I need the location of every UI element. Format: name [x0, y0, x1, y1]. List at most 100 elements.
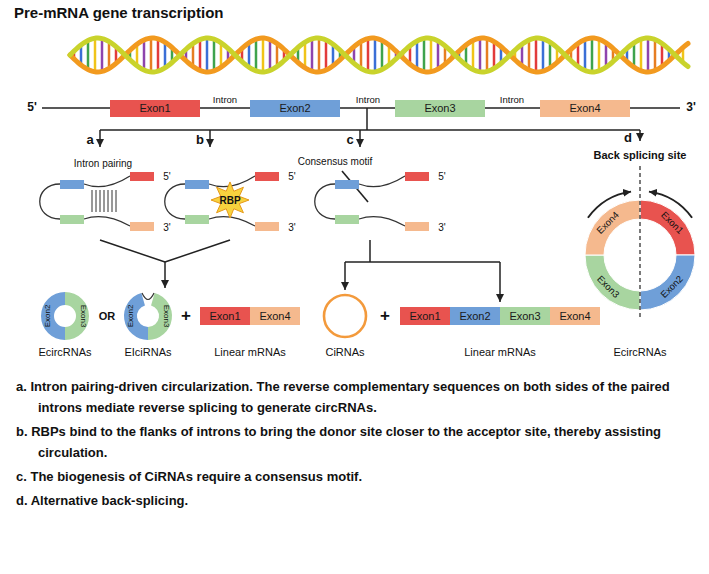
exon-box: Exon4	[550, 307, 600, 325]
exon-label: Exon2	[126, 305, 135, 328]
base-pair	[255, 39, 258, 71]
base-pair	[94, 38, 97, 72]
base-pair	[437, 41, 440, 69]
mechanism-label: Intron pairing	[74, 158, 132, 169]
pathway-letter: c	[346, 133, 353, 147]
strand-end: 3'	[288, 222, 295, 233]
strand-end: 5'	[438, 171, 445, 182]
base-pair	[157, 39, 160, 71]
exon-label: Exon3	[161, 305, 170, 328]
intron-strand	[40, 184, 60, 219]
strand-end: 3'	[438, 222, 445, 233]
strand-end: 5'	[27, 101, 37, 114]
base-pair	[311, 39, 314, 71]
exon-label: Exon2	[43, 305, 52, 328]
merge-line	[100, 240, 165, 262]
base-pair	[381, 40, 384, 69]
caption-line: c. The biogenesis of CiRNAs require a co…	[16, 466, 700, 487]
intron-strand	[84, 217, 130, 226]
exon-block	[335, 215, 359, 224]
base-pair	[374, 38, 377, 72]
dna-strand	[70, 38, 688, 72]
base-pair	[542, 39, 545, 71]
exon-box: Exon4	[250, 307, 300, 325]
branch-arrow	[99, 130, 101, 147]
pathway-letter: a	[86, 133, 93, 147]
product-label: Linear mRNAs	[464, 346, 536, 358]
intron-strand	[359, 176, 405, 187]
exon-segment	[640, 255, 695, 310]
exon-label: Exon4	[559, 310, 590, 322]
base-pair	[367, 39, 370, 72]
rbp-label: RBP	[219, 195, 240, 206]
base-pair	[430, 38, 433, 71]
exon-box: Exon3	[395, 100, 485, 117]
caption-line: d. Alternative back-splicing.	[16, 490, 700, 511]
product-arrow	[499, 262, 501, 302]
exon-block	[60, 215, 84, 224]
base-pair	[640, 39, 643, 71]
intron-strand	[315, 184, 335, 219]
strand-end: 5'	[288, 171, 295, 182]
plus-sign: +	[181, 307, 191, 326]
base-pair	[87, 40, 90, 69]
branch-arrow	[359, 130, 361, 147]
cirna-circle	[324, 295, 366, 337]
intron-strand	[209, 217, 255, 226]
splice-site-label: Back splicing site	[594, 149, 687, 161]
base-pair	[360, 42, 363, 69]
intron-strand	[84, 176, 130, 187]
base-pair	[199, 40, 202, 71]
or-label: OR	[99, 310, 116, 322]
strand-end: 3'	[163, 222, 170, 233]
merge-line	[165, 240, 230, 262]
plus-sign: +	[380, 307, 390, 326]
base-pair	[486, 39, 489, 72]
exon-label: Exon2	[279, 102, 310, 114]
base-pair	[101, 39, 104, 72]
exon-label: Exon1	[139, 102, 170, 114]
base-pair	[528, 40, 531, 70]
base-pair	[143, 40, 146, 70]
exon-box: Exon2	[450, 307, 500, 325]
exon-box: Exon1	[400, 307, 450, 325]
pathway-letter: b	[196, 133, 204, 147]
exon-block	[185, 215, 209, 224]
exon-box: Exon3	[500, 307, 550, 325]
exon-half	[65, 292, 89, 340]
exon-block	[335, 180, 359, 189]
exon-block	[405, 172, 429, 181]
base-pair	[416, 41, 419, 69]
title: Pre-mRNA gene transcription	[14, 4, 223, 21]
branch-line	[366, 108, 368, 130]
intron-label: Intron	[356, 95, 380, 105]
split-line	[345, 261, 500, 263]
exon-label: Exon4	[259, 310, 290, 322]
exon-half	[41, 292, 65, 340]
branch-arrow	[209, 130, 211, 147]
pairing-line	[104, 190, 105, 212]
pairing-line	[100, 190, 101, 212]
exon-label: Exon3	[424, 102, 455, 114]
base-pair	[647, 38, 650, 72]
exon-box: Exon4	[540, 100, 630, 117]
exon-label: Exon1	[209, 310, 240, 322]
exon-block	[405, 222, 429, 231]
splice-site-line	[639, 166, 640, 320]
base-pair	[150, 38, 153, 72]
rbp-star	[211, 182, 249, 218]
branch-line	[100, 129, 640, 131]
product-label: CiRNAs	[325, 346, 364, 358]
exon-block	[255, 172, 279, 181]
exon-segment	[585, 255, 640, 310]
dna-helix	[70, 38, 688, 72]
exon-box: Exon1	[110, 100, 200, 117]
exon-label: Exon3	[78, 305, 87, 328]
exon-block	[60, 180, 84, 189]
pairing-line	[92, 190, 93, 212]
exon-label: Exon3	[509, 310, 540, 322]
product-arrow	[344, 262, 346, 290]
intron-strand	[359, 217, 405, 226]
base-pair	[304, 42, 307, 68]
base-pair	[584, 40, 587, 71]
